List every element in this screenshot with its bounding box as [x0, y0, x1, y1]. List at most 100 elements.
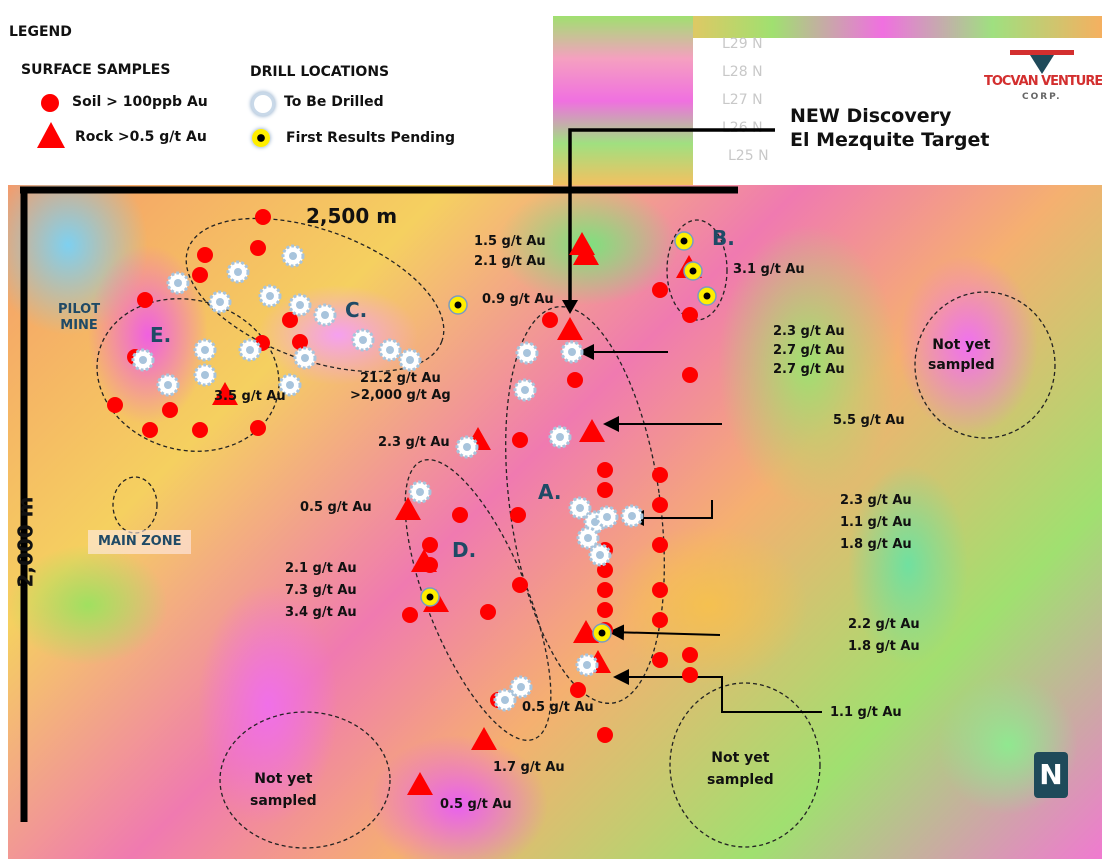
assay-label: 1.7 g/t Au: [493, 760, 565, 775]
rock-sample-marker: [557, 317, 583, 340]
to-be-drilled-marker-center: [523, 349, 531, 357]
pending-drill-marker-center: [426, 593, 434, 601]
soil-sample-marker: [282, 312, 298, 328]
zone-d-label: D.: [452, 538, 477, 562]
to-be-drilled-marker-center: [628, 512, 636, 520]
pending-drill-marker-center: [680, 237, 688, 245]
grid-line-label: L29 N: [722, 36, 763, 52]
soil-sample-icon: [41, 94, 59, 112]
zone-c-outline: [185, 217, 445, 373]
logo-name: TOCVAN VENTURES: [984, 74, 1102, 89]
soil-sample-marker: [162, 402, 178, 418]
to-be-drilled-marker-center: [416, 488, 424, 496]
to-be-drilled-marker-center: [584, 534, 592, 542]
zone-e-outline: [96, 298, 280, 452]
soil-sample-marker: [192, 267, 208, 283]
legend-rock: Rock >0.5 g/t Au: [75, 129, 207, 145]
soil-sample-marker: [402, 607, 418, 623]
soil-sample-marker: [452, 507, 468, 523]
legend-soil: Soil > 100ppb Au: [72, 94, 208, 110]
legend-title: LEGEND: [9, 24, 72, 40]
to-be-drilled-marker-center: [463, 443, 471, 451]
to-be-drilled-marker-center: [286, 381, 294, 389]
assay-label: 5.5 g/t Au: [833, 413, 905, 428]
soil-sample-marker: [512, 577, 528, 593]
zone-b-label: B.: [712, 226, 735, 250]
legend-to-be-drilled: To Be Drilled: [284, 94, 384, 110]
main-zone-label: MAIN ZONE: [88, 530, 192, 554]
soil-sample-marker: [597, 602, 613, 618]
logo-sub: CORP.: [1022, 92, 1062, 102]
rock-sample-icon: [37, 122, 65, 148]
zone-b-outline: [666, 219, 728, 321]
to-be-drilled-marker-center: [583, 661, 591, 669]
soil-sample-marker: [192, 422, 208, 438]
soil-sample-marker: [652, 582, 668, 598]
to-be-drilled-marker-center: [359, 336, 367, 344]
pending-drill-marker-center: [689, 267, 697, 275]
map-strip-target: [553, 16, 693, 186]
pending-drill-marker-center: [598, 629, 606, 637]
to-be-drilled-marker-center: [596, 551, 604, 559]
soil-sample-marker: [652, 652, 668, 668]
company-logo: [1010, 44, 1074, 74]
rock-sample-marker: [573, 242, 599, 265]
to-be-drilled-marker-center: [289, 252, 297, 260]
to-be-drilled-marker-center: [568, 348, 576, 356]
soil-sample-marker: [652, 537, 668, 553]
to-be-drilled-marker-center: [201, 371, 209, 379]
to-be-drilled-marker-center: [321, 311, 329, 319]
assay-label: 21.2 g/t Au>2,000 g/t Ag: [350, 371, 451, 403]
soil-sample-marker: [570, 682, 586, 698]
soil-sample-marker: [652, 497, 668, 513]
north-arrow-icon: N: [1034, 752, 1068, 798]
soil-sample-marker: [682, 307, 698, 323]
assay-label: 2.3 g/t Au: [378, 435, 450, 450]
to-be-drilled-marker-center: [576, 504, 584, 512]
target-pointer-arrowhead: [562, 300, 578, 314]
to-be-drilled-marker-center: [216, 298, 224, 306]
soil-sample-marker: [250, 240, 266, 256]
soil-sample-marker: [652, 282, 668, 298]
rock-sample-marker: [407, 772, 433, 795]
rock-sample-marker: [411, 549, 437, 572]
to-be-drilled-marker-center: [501, 696, 509, 704]
scale-horizontal-label: 2,500 m: [306, 204, 398, 228]
mine-label: MINE: [60, 318, 98, 333]
to-be-drilled-marker-center: [301, 354, 309, 362]
assay-label: 0.5 g/t Au: [440, 797, 512, 812]
soil-sample-marker: [682, 667, 698, 683]
soil-sample-marker: [597, 562, 613, 578]
scale-vertical-label: 2,000 m: [13, 496, 38, 588]
soil-sample-marker: [597, 727, 613, 743]
soil-sample-marker: [292, 334, 308, 350]
grid-line-label: L26 N: [722, 120, 763, 136]
to-be-drilled-marker-center: [603, 513, 611, 521]
logo-bar: [1010, 50, 1074, 55]
pending-drill-marker-center: [703, 292, 711, 300]
soil-sample-marker: [480, 604, 496, 620]
logo-v-mark: [1030, 55, 1054, 74]
soil-sample-marker: [652, 612, 668, 628]
callout-arrow: [628, 500, 713, 526]
grid-line-label: L25 N: [728, 148, 769, 164]
to-be-drilled-marker-center: [201, 346, 209, 354]
soil-sample-marker: [567, 372, 583, 388]
zone-a-label: A.: [538, 480, 562, 504]
assay-label: 0.5 g/t Au: [522, 700, 594, 715]
soil-sample-marker: [542, 312, 558, 328]
callout-arrow: [608, 624, 721, 641]
to-be-drilled-marker-center: [164, 381, 172, 389]
to-be-drilled-marker-center: [246, 346, 254, 354]
soil-sample-marker: [197, 247, 213, 263]
to-be-drilled-marker-center: [139, 356, 147, 364]
legend-drill-title: DRILL LOCATIONS: [250, 64, 390, 80]
rock-sample-marker: [471, 727, 497, 750]
